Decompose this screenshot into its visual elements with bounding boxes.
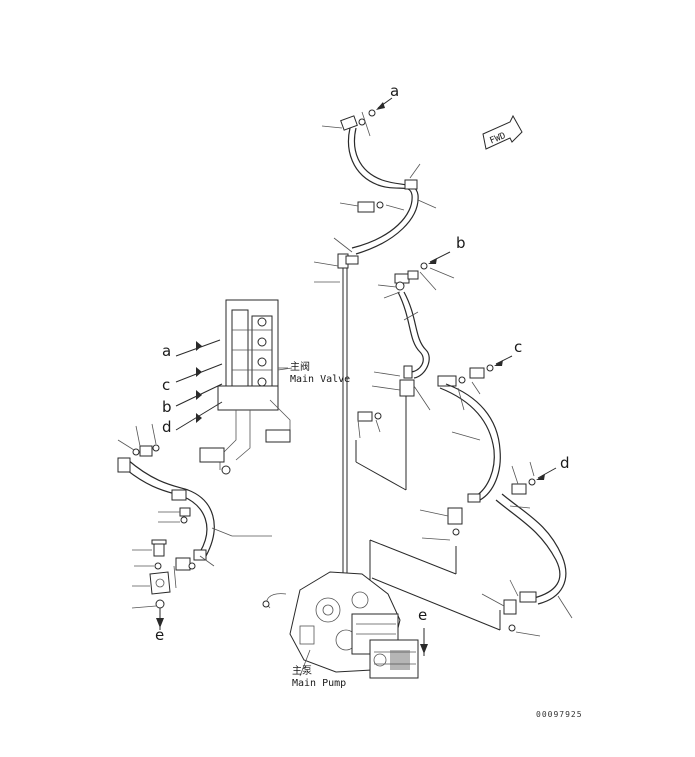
label-c-valve: c (162, 376, 171, 394)
main-valve-caption: 主阀 Main Valve (290, 362, 350, 385)
drawing-code: 00097925 (536, 710, 583, 719)
main-pump-assembly (262, 571, 428, 679)
label-d-right: d (560, 454, 570, 472)
main-pump-en: Main Pump (292, 677, 347, 689)
main-pump-cn: 主泵 (292, 666, 312, 677)
right-hose-assembly-d (371, 461, 573, 637)
main-valve-assembly (175, 299, 293, 475)
fwd-arrow-sign: FWD (482, 114, 523, 150)
main-valve-cn: 主阀 (290, 362, 310, 373)
top-hose-assembly (313, 97, 437, 580)
main-valve-en: Main Valve (290, 373, 351, 385)
label-a-valve: a (162, 342, 172, 360)
label-e-left: e (155, 626, 165, 644)
label-b-valve: b (162, 398, 172, 416)
label-d-valve: d (162, 418, 172, 436)
label-e-center: e (418, 606, 428, 624)
right-hose-assembly-c (369, 355, 513, 590)
middle-hose-assembly (355, 251, 455, 491)
label-a-top: a (390, 82, 400, 100)
label-b-right: b (456, 234, 466, 252)
label-c-right: c (514, 338, 523, 356)
main-pump-caption: 主泵 Main Pump (292, 666, 346, 689)
left-hose-assembly (117, 423, 272, 630)
